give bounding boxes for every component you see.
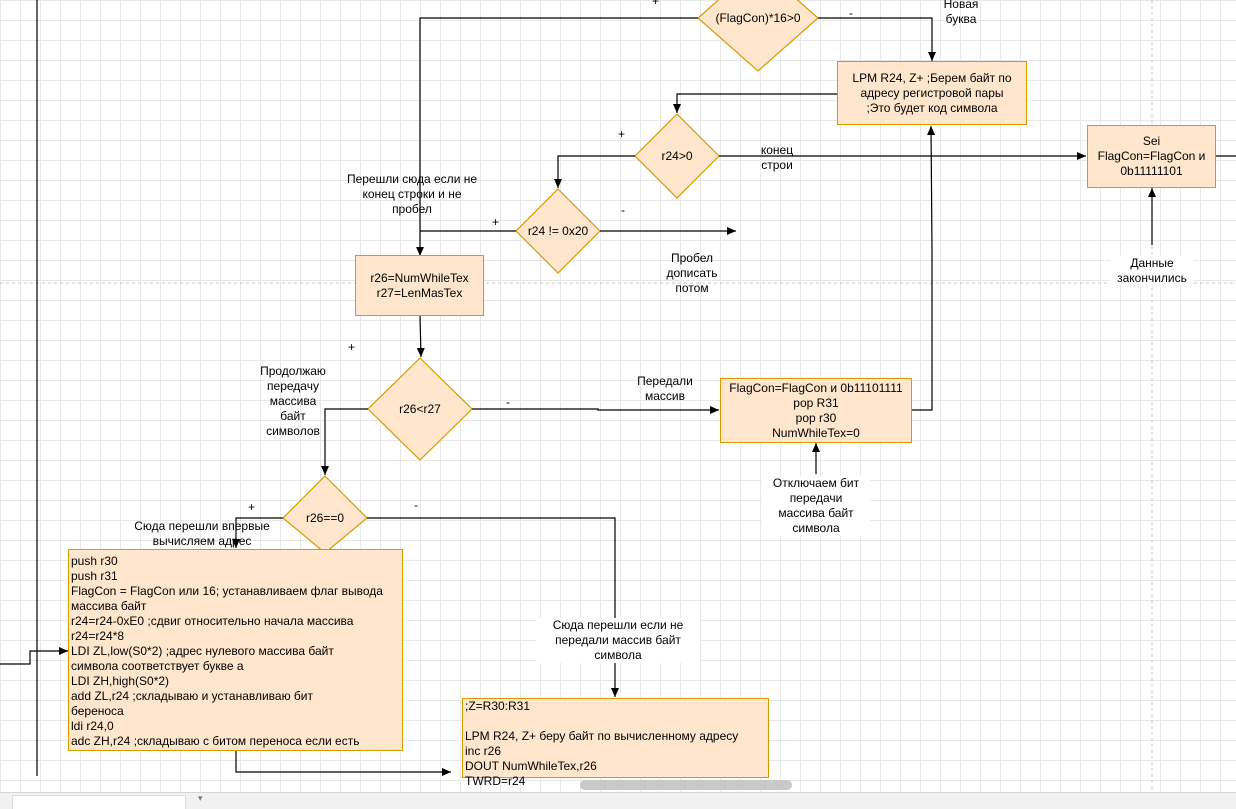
- label-space-later: Пробел дописать потом: [666, 251, 718, 295]
- edge-r26eq-minus: [367, 517, 619, 697]
- edge-num-to-r26lt: [416, 315, 425, 358]
- decision-flagcon[interactable]: (FlagCon)*16>0: [715, 11, 801, 25]
- decision-r24-ne20-shape: [515, 188, 601, 274]
- edge-flagcon-minus: [818, 17, 936, 61]
- sign-r24ne-yes: +: [492, 215, 500, 229]
- label-continue-tx: Продолжаю передачу массива байт символов: [260, 364, 326, 438]
- label-disable-bit: Отключаем бит передачи массива байт симв…: [762, 476, 870, 536]
- tab-menu-icon[interactable]: ▾: [198, 793, 203, 803]
- edge-flagbox-up: [912, 125, 936, 411]
- node-push-block[interactable]: push r30 push r31 FlagCon = FlagCon или …: [68, 549, 403, 751]
- sign-flagcon-yes: +: [652, 0, 660, 8]
- node-flagcon-and[interactable]: FlagCon=FlagCon и 0b11101111 pop R31 pop…: [720, 378, 912, 443]
- label-end-line: конец строи: [760, 143, 794, 172]
- decision-r26-lt27-shape: [367, 357, 473, 461]
- edge-r26lt-plus: [321, 408, 368, 475]
- sign-r24ne-no: -: [621, 203, 625, 217]
- sign-r26lt-no: -: [506, 395, 510, 409]
- edge-r24gt0-plus: [554, 155, 635, 188]
- node-z-block[interactable]: ;Z=R30:R31 LPM R24, Z+ беру байт по вычи…: [462, 698, 769, 788]
- page-tab[interactable]: [12, 795, 186, 809]
- decision-r24-gt0[interactable]: r24>0: [661, 149, 693, 163]
- decision-r26-eq0[interactable]: r26==0: [305, 511, 345, 525]
- label-came-here: Перешли сюда если не конец строки и не п…: [346, 172, 478, 216]
- edge-lpm-to-r24gt0: [673, 93, 838, 113]
- decision-r26-lt27[interactable]: r26<r27: [399, 402, 441, 416]
- sign-r26eq-no: -: [414, 498, 418, 512]
- edge-flagcon-plus: [416, 17, 698, 256]
- decision-r24-gt0-shape: [634, 113, 720, 199]
- label-new-letter: Новая буква: [943, 0, 979, 26]
- edge-r26eq-plus: [232, 517, 283, 548]
- label-not-passed: Сюда перешли если не передали массив бай…: [536, 618, 700, 663]
- decision-flagcon-shape: [697, 0, 819, 72]
- node-num-while-tex[interactable]: r26=NumWhileTex r27=LenMasTex: [355, 255, 484, 316]
- edge-r26lt-minus: [472, 406, 719, 414]
- edge-left-input: [0, 647, 68, 665]
- decision-r24-ne20[interactable]: r24 != 0x20: [527, 224, 589, 238]
- label-first-time: Сюда перешли впервые вычисляем адрес: [134, 519, 270, 548]
- label-data-end: Данные закончились: [1110, 256, 1194, 286]
- sign-r24gt0-yes: +: [618, 127, 626, 141]
- edge-push-to-z: [235, 751, 451, 776]
- label-passed-array: Передали массив: [637, 374, 693, 403]
- page-tabs-bar: [0, 792, 1236, 809]
- sign-r26eq-yes: +: [248, 500, 256, 514]
- node-sei[interactable]: Sei FlagCon=FlagCon и 0b11111101: [1087, 125, 1216, 188]
- node-lpm-top[interactable]: LPM R24, Z+ ;Берем байт по адресу регист…: [837, 61, 1027, 125]
- sign-r26lt-yes: +: [348, 340, 356, 354]
- horizontal-scrollbar[interactable]: [580, 780, 792, 790]
- sign-flagcon-no: -: [849, 6, 853, 20]
